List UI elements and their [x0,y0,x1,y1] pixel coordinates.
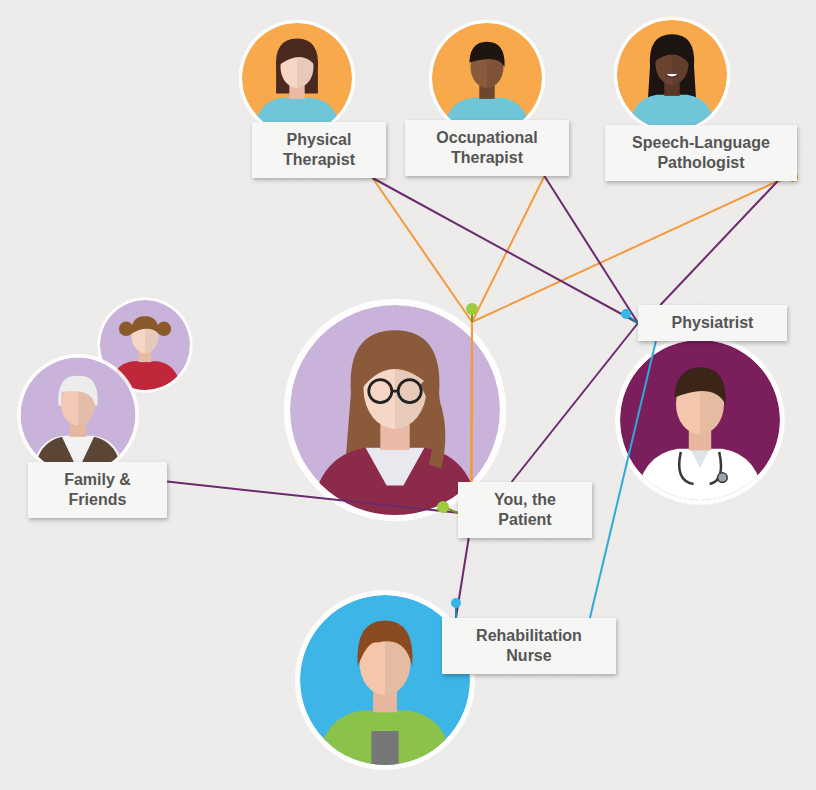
therapist-avatar [648,34,696,101]
family-avatar [58,376,98,406]
family-avatar [157,322,171,336]
note-text: Physiatrist [650,313,775,333]
physiatrist-avatar [690,449,709,468]
physiatrist-avatar [674,367,725,404]
patient-avatar [366,448,425,486]
therapist-avatar [429,20,546,137]
therapist-avatar [432,23,542,135]
note-text: Occupational Therapist [417,128,557,168]
push-pin [451,598,461,608]
string-connector [590,341,656,618]
therapist-avatar [279,43,314,65]
push-pin [437,501,458,513]
note-label: Family & Friends [28,462,167,518]
note-text: Rehabilitation Nurse [454,626,604,666]
therapist-avatar [242,23,352,135]
string-connector [373,178,638,323]
nurse-avatar [371,731,398,765]
patient-avatar [369,380,392,403]
note-text: Speech-Language Pathologist [617,133,785,173]
patient-avatar [311,448,479,519]
note-label: Physical Therapist [252,122,386,178]
therapist-avatar [429,20,546,137]
push-pin [451,598,461,618]
therapist-avatar [469,42,504,67]
physiatrist-avatar [615,335,785,505]
note-text: Physical Therapist [264,130,374,170]
note-label: Physiatrist [638,305,787,341]
therapist-avatar [614,17,731,134]
physiatrist-avatar [718,473,728,483]
note-text: You, the Patient [470,490,580,530]
physiatrist-avatar [636,449,764,503]
note-label: You, the Patient [458,482,592,538]
family-avatar [21,358,136,475]
therapist-avatar [665,74,678,77]
therapist-avatar [614,17,731,134]
patient-avatar [392,390,398,393]
push-pin [621,309,638,323]
therapist-avatar [617,20,727,132]
push-pin [437,501,449,513]
string-connector [544,176,638,323]
note-text: Family & Friends [40,470,155,510]
string-connector [167,482,458,513]
physiatrist-avatar [679,452,721,484]
string-connector [471,176,544,482]
push-pin [466,303,478,315]
string-connector [660,181,777,305]
physiatrist-avatar [615,335,785,505]
note-label: Speech-Language Pathologist [605,125,797,181]
family-avatar [17,354,139,476]
physiatrist-avatar [620,340,780,503]
nurse-avatar [295,590,475,770]
therapist-avatar [276,38,318,93]
string-connector [512,323,638,482]
family-avatar [17,354,139,476]
nurse-avatar [317,711,453,769]
family-avatar [131,316,160,334]
push-pin [466,303,478,322]
therapist-avatar [239,20,356,137]
therapist-avatar [654,39,689,64]
nurse-avatar [357,621,412,667]
nurse-avatar [295,590,475,770]
patient-avatar [398,380,421,403]
therapist-avatar [239,20,356,137]
push-pin [621,309,631,319]
note-label: Occupational Therapist [405,120,569,176]
patient-avatar [420,376,445,468]
note-label: Rehabilitation Nurse [442,618,616,674]
